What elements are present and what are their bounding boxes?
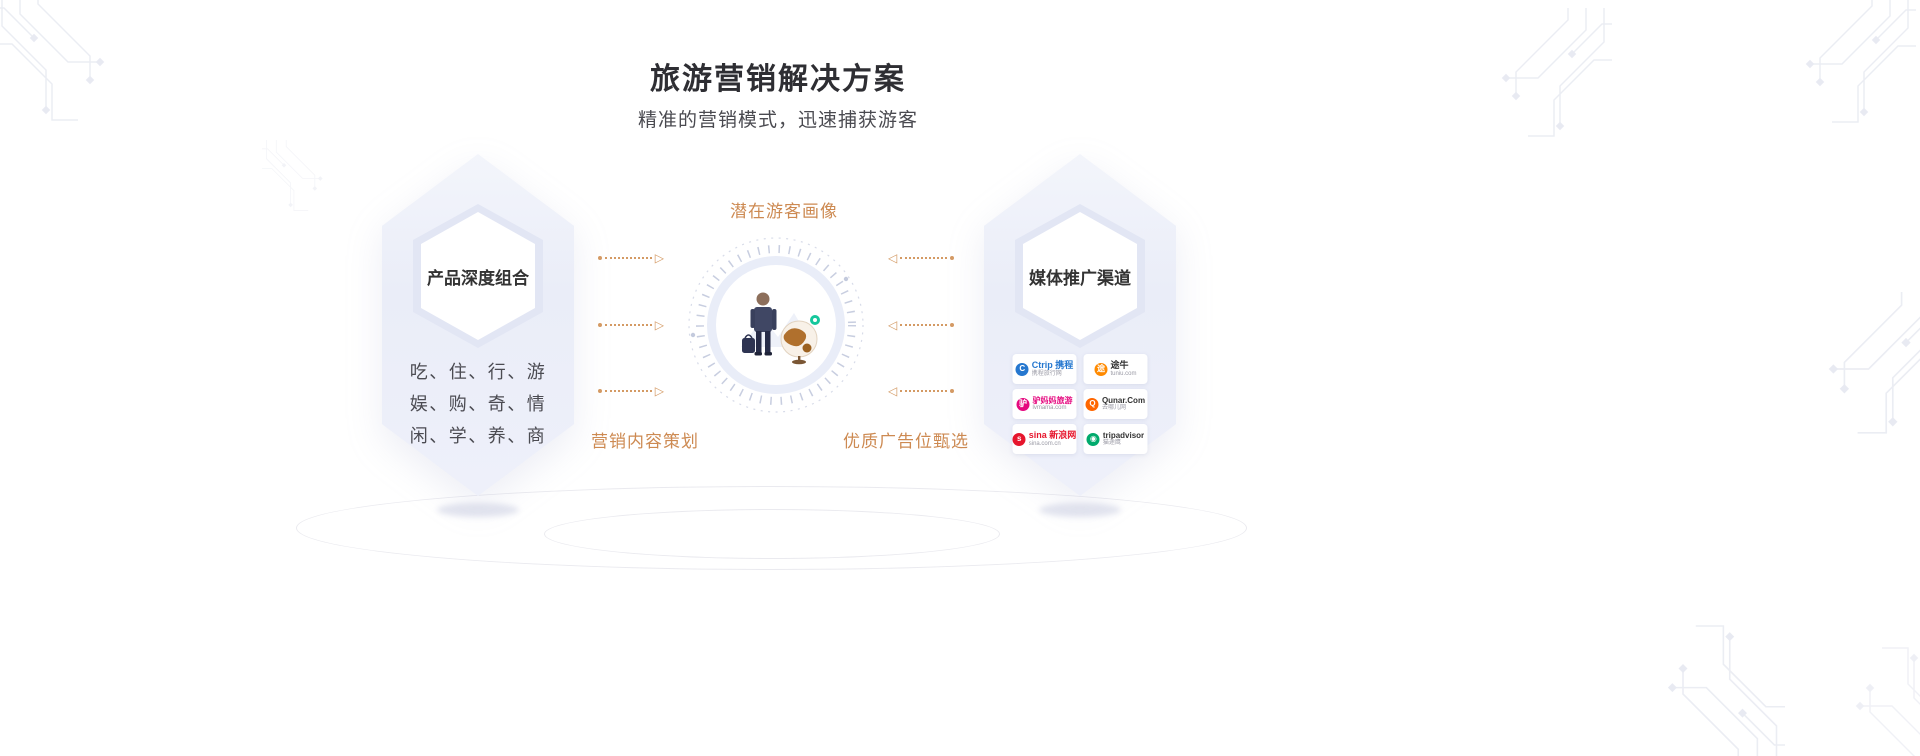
tuniu-icon: 途	[1094, 362, 1108, 376]
arrow-dot	[950, 389, 954, 393]
logo-tripadvisor: ◉ tripadvisor 猫途鹰	[1083, 424, 1148, 454]
label-ad-selection: 优质广告位甄选	[843, 432, 969, 451]
circuit-decoration	[1667, 625, 1786, 756]
arrow-dot	[598, 389, 602, 393]
logo-main-text: sina 新浪网	[1028, 430, 1077, 441]
location-pin-icon	[810, 315, 820, 325]
arrow-head-left-icon: ◁	[888, 251, 898, 265]
logo-sub-text: 去哪儿网	[1101, 405, 1126, 412]
flow-arrow-left: ◁	[888, 318, 954, 332]
product-elements-list: 吃、住、行、游 娱、购、奇、情 闲、学、养、商	[382, 356, 574, 452]
logo-qunar: Q Qunar.Com 去哪儿网	[1083, 389, 1148, 419]
page-subtitle: 精准的营销模式，迅速捕获游客	[637, 110, 919, 131]
product-combination-card: 产品深度组合 吃、住、行、游 娱、购、奇、情 闲、学、养、商	[382, 154, 574, 496]
accent-dot	[843, 276, 849, 282]
accent-dot	[690, 332, 696, 338]
qunar-icon: Q	[1085, 397, 1099, 411]
flow-arrow-right: ▷	[598, 384, 664, 398]
flow-arrow-left: ◁	[888, 384, 954, 398]
globe-icon	[780, 320, 818, 365]
arrow-dotted-line	[900, 324, 947, 326]
circuit-decoration	[262, 140, 324, 211]
logo-sub-text: 携程旅行网	[1031, 370, 1062, 377]
logo-main-text: Qunar.Com	[1101, 395, 1146, 405]
logo-sub-text: tuniu.com	[1110, 370, 1137, 377]
flow-arrow-right: ▷	[598, 318, 664, 332]
circuit-decoration	[1805, 0, 1916, 123]
dial-graphic	[688, 237, 864, 413]
arrow-dot	[950, 323, 954, 327]
right-card-title: 媒体推广渠道	[1029, 268, 1131, 288]
product-elements-line: 闲、学、养、商	[409, 426, 547, 446]
logo-main-text: 途牛	[1110, 360, 1129, 371]
arrow-dotted-line	[605, 324, 652, 326]
sina-icon: s	[1012, 432, 1026, 446]
lvmama-icon: 驴	[1016, 397, 1030, 411]
logo-main-text: tripadvisor	[1102, 430, 1145, 440]
logo-lvmama: 驴 驴妈妈旅游 lvmama.com	[1012, 389, 1077, 419]
logo-sub-text: 猫途鹰	[1102, 440, 1121, 447]
arrow-head-right-icon: ▷	[654, 251, 664, 265]
arrow-head-left-icon: ◁	[888, 318, 898, 332]
arrow-dot	[950, 256, 954, 260]
left-card-shadow	[437, 503, 519, 517]
traveler-person-illustration	[742, 292, 777, 356]
logo-sina: s sina 新浪网 sina.com.cn	[1012, 424, 1077, 454]
arrow-head-right-icon: ▷	[654, 384, 664, 398]
flow-arrow-left: ◁	[888, 251, 954, 265]
left-card-title: 产品深度组合	[427, 268, 529, 288]
arrow-head-left-icon: ◁	[888, 384, 898, 398]
logo-sub-text: lvmama.com	[1032, 405, 1067, 412]
outer-dotted-ring	[688, 237, 864, 413]
tripadvisor-owl-icon: ◉	[1086, 432, 1100, 446]
media-channels-card: 媒体推广渠道 C Ctrip 携程 携程旅行网 途 途牛 tuniu.com 驴	[984, 154, 1176, 496]
arrow-dot	[598, 323, 602, 327]
right-card-shadow	[1039, 503, 1121, 517]
logo-ctrip: C Ctrip 携程 携程旅行网	[1012, 354, 1077, 384]
product-elements-line: 吃、住、行、游	[409, 362, 547, 382]
circuit-decoration	[1827, 292, 1920, 434]
circuit-decoration	[1855, 647, 1920, 756]
logo-sub-text: sina.com.cn	[1028, 440, 1061, 447]
ground-ring-inner	[544, 509, 1000, 559]
logo-main-text: 驴妈妈旅游	[1032, 395, 1073, 405]
arrow-dotted-line	[605, 257, 652, 259]
product-elements-line: 娱、购、奇、情	[409, 394, 547, 414]
flow-arrow-right: ▷	[598, 251, 664, 265]
logo-main-text: Ctrip 携程	[1031, 360, 1074, 371]
arrow-head-right-icon: ▷	[654, 318, 664, 332]
arrow-dotted-line	[900, 257, 947, 259]
traveler-dial-illustration	[686, 235, 866, 415]
media-logo-grid: C Ctrip 携程 携程旅行网 途 途牛 tuniu.com 驴 驴妈妈旅游 …	[1012, 354, 1148, 454]
tick-ring	[696, 245, 856, 405]
ctrip-icon: C	[1015, 362, 1029, 376]
label-content-planning: 营销内容策划	[591, 432, 699, 451]
logo-tuniu: 途 途牛 tuniu.com	[1083, 354, 1148, 384]
arrow-dotted-line	[900, 390, 947, 392]
arrow-dot	[598, 256, 602, 260]
arrow-dotted-line	[605, 390, 652, 392]
label-tourist-profile: 潜在游客画像	[730, 202, 838, 221]
page-title: 旅游营销解决方案	[650, 63, 906, 96]
ground-ring-outer	[296, 486, 1247, 570]
circuit-decoration	[1501, 8, 1612, 137]
circuit-decoration	[0, 0, 105, 121]
